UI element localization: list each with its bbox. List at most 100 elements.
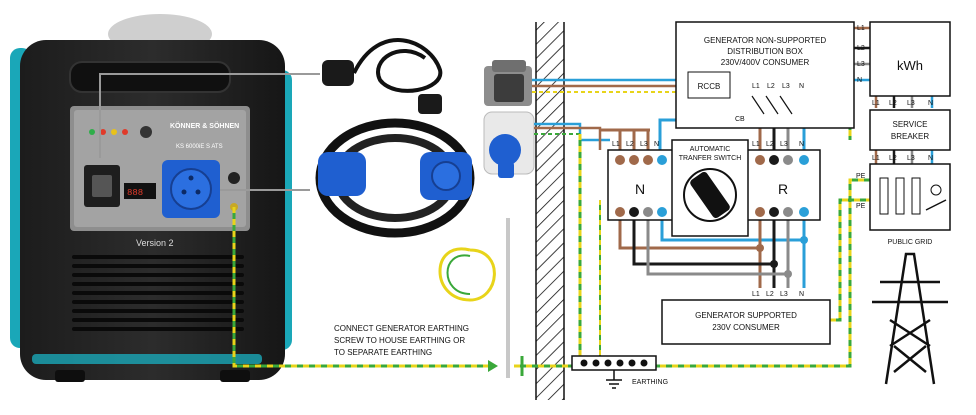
sup-l2-label: L2: [766, 291, 774, 298]
grid-l2-label: L2: [857, 45, 865, 52]
grid-l3-label: L3: [857, 61, 865, 68]
pe-label-1: PE: [856, 173, 866, 180]
generator-version: Version 2: [136, 238, 174, 248]
ac-outlet-face: [170, 168, 212, 210]
generator-foot: [55, 370, 85, 382]
sup-l1-label: L1: [752, 291, 760, 298]
earthing-note-line1: CONNECT GENERATOR EARTHING: [334, 324, 469, 333]
ats-r-l1-label: L1: [752, 141, 760, 148]
schuko-plug-icon: [418, 94, 442, 114]
schuko-cable: [322, 38, 443, 114]
coiled-cable: [352, 38, 443, 93]
inlet-wires: [532, 78, 676, 150]
display-digits-icon: 888: [127, 188, 143, 198]
generator-handle: [69, 61, 231, 93]
ats-label-2: TRANFER SWITCH: [679, 155, 742, 162]
switch-symbol-icon: [925, 199, 947, 211]
generator-earth-line: [232, 207, 498, 372]
ats-r-n-label: N: [799, 141, 804, 148]
automatic-transfer-switch: AUTOMATIC TRANFER SWITCH N R L1 L: [607, 139, 821, 237]
ac-outlet-pin: [195, 189, 201, 195]
ats-top-terminals: [615, 155, 809, 165]
sb-l2: L2: [889, 155, 897, 162]
ats-bottom-terminals: [615, 207, 809, 217]
status-led-yellow: [111, 129, 117, 135]
house-wall: [536, 22, 564, 400]
distribution-title-1: GENERATOR NON-SUPPORTED: [704, 36, 826, 45]
dc-outlet-socket: [92, 175, 112, 197]
service-label-2: BREAKER: [891, 132, 929, 141]
kwh-l3: L3: [907, 100, 915, 107]
sup-n-label: N: [799, 291, 804, 298]
power-pylon-icon: [872, 252, 948, 385]
cable-connector: [322, 60, 354, 86]
grid-n-label: N: [857, 77, 862, 84]
dist-l1-label: L1: [752, 83, 760, 90]
sb-l3: L3: [907, 155, 915, 162]
service-label-1: SERVICE: [893, 120, 928, 129]
supported-title-2: 230V CONSUMER: [712, 323, 780, 332]
generator-foot: [220, 370, 250, 382]
distribution-title-2: DISTRIBUTION BOX: [727, 47, 803, 56]
breaker-contact-icon: [779, 95, 793, 115]
eco-button[interactable]: [140, 126, 152, 138]
generator-brand: KÖNNER & SÖHNEN: [170, 121, 239, 130]
sup-l3-label: L3: [780, 291, 788, 298]
supported-consumer-box: L1 L2 L3 N GENERATOR SUPPORTED 230V CONS…: [661, 291, 831, 345]
ac-outlet-pin: [181, 189, 187, 195]
dist-l2-label: L2: [767, 83, 775, 90]
pe-label-2: PE: [856, 203, 866, 210]
breaker-contact-icon: [765, 95, 779, 115]
status-led-red-2: [122, 129, 128, 135]
status-led-green: [89, 129, 95, 135]
kwh-label: kWh: [897, 58, 923, 73]
earth-cable-coil-green: [446, 254, 471, 295]
earthing-note-line2: SCREW TO HOUSE EARTHING OR: [334, 336, 465, 345]
vent-grille: [72, 255, 244, 331]
wall-socket-grey: [484, 60, 532, 106]
arrow-icon: [488, 360, 498, 372]
ats-r-l3-label: L3: [780, 141, 788, 148]
public-grid-label: PUBLIC GRID: [888, 239, 933, 246]
kwh-meter: kWh L1 L2 L3 N: [869, 21, 951, 107]
cb-label: CB: [735, 116, 745, 123]
kwh-n: N: [928, 100, 933, 107]
ats-selector-handle: [690, 171, 730, 219]
earthing-label: EARTHING: [632, 379, 668, 386]
sb-n: N: [928, 155, 933, 162]
kwh-l1: L1: [872, 100, 880, 107]
public-grid-fuses: PUBLIC GRID: [869, 163, 951, 246]
cee-plug-icon: [318, 152, 366, 196]
generator: KÖNNER & SÖHNEN KS 6000iE S ATS 888 Vers…: [10, 14, 292, 382]
fuse-symbol-icon: [930, 184, 942, 196]
breaker-switch[interactable]: [228, 172, 240, 184]
ats-r-l2-label: L2: [766, 141, 774, 148]
cee-extension-cable: [315, 118, 475, 238]
ats-l1-label: L1: [612, 141, 620, 148]
ats-r-side-label: R: [778, 181, 788, 197]
kwh-l2: L2: [889, 100, 897, 107]
ats-label-1: AUTOMATIC: [690, 146, 731, 153]
dist-l3-label: L3: [782, 83, 790, 90]
ats-n-side-label: N: [635, 181, 645, 197]
status-led-red: [100, 129, 106, 135]
ats-l3-label: L3: [640, 141, 648, 148]
ats-l2-label: L2: [626, 141, 634, 148]
earthing-note-line3: TO SEPARATE EARTHING: [334, 348, 432, 357]
voltage-display: [124, 183, 156, 199]
rccb-label: RCCB: [698, 82, 721, 91]
wall-inlet-cee: [483, 111, 535, 178]
ats-output-wires: [618, 220, 808, 288]
grid-wires: [854, 26, 934, 164]
generator-base-strip: [32, 354, 262, 364]
earthing-bar: EARTHING: [571, 355, 668, 389]
cee-socket-face: [431, 161, 461, 191]
service-breaker: SERVICE BREAKER L1 L2 L3 N: [869, 109, 951, 162]
supported-title-1: GENERATOR SUPPORTED: [695, 311, 797, 320]
distribution-box: GENERATOR NON-SUPPORTED DISTRIBUTION BOX…: [675, 21, 855, 129]
ac-outlet-pin: [188, 175, 194, 181]
grid-l1-label: L1: [857, 25, 865, 32]
ats-n-label: N: [654, 141, 659, 148]
dist-n-label: N: [799, 83, 804, 90]
